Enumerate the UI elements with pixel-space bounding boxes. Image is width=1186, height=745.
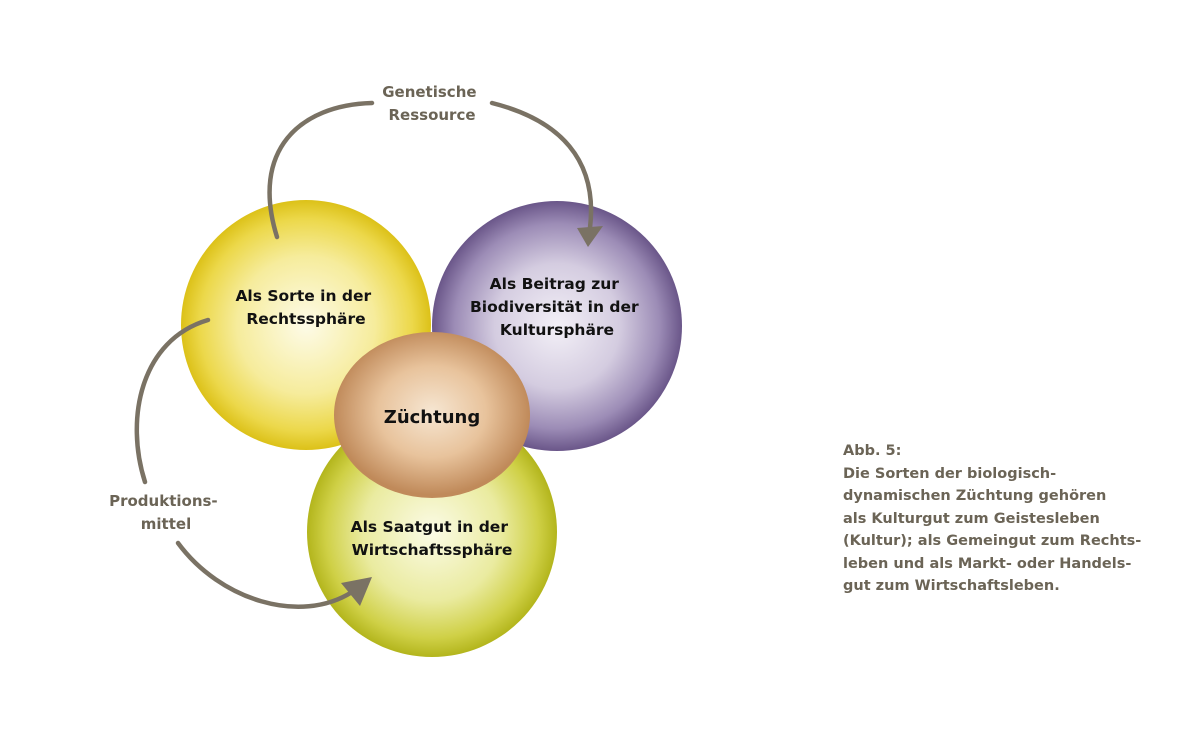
caption-line: dynamischen Züchtung gehören — [843, 488, 1107, 504]
figure-caption: Abb. 5: Die Sorten der biologisch- dynam… — [843, 440, 1173, 598]
label-kultursphaere: Als Beitrag zur Biodiversität in der Kul… — [470, 275, 644, 339]
arrow-curve-top-right — [489, 100, 594, 231]
caption-line: (Kultur); als Gemeingut zum Rechts- — [843, 533, 1142, 549]
arrow-produktionsmittel — [134, 317, 372, 609]
caption-line: Die Sorten der biologisch- — [843, 465, 1057, 482]
arrow-genetische-ressource — [267, 100, 603, 247]
caption-line: leben und als Markt- oder Handels- — [843, 555, 1132, 572]
arrow-curve-left-bottom — [175, 540, 355, 609]
arrow-head-up-right-icon — [341, 577, 372, 606]
caption-line: gut zum Wirtschaftsleben. — [843, 578, 1060, 594]
label-produktionsmittel: Produktions- mittel — [109, 492, 223, 533]
arrow-head-down-icon — [577, 226, 603, 247]
arrow-curve-left-top — [134, 317, 211, 485]
zuechtung-ellipse — [334, 332, 530, 498]
arrow-curve-top-left — [267, 100, 375, 240]
label-zuechtung: Züchtung — [384, 407, 480, 428]
label-genetische-ressource: Genetische Ressource — [382, 83, 482, 124]
caption-line: als Kulturgut zum Geistesleben — [843, 510, 1100, 527]
caption-title: Abb. 5: — [843, 443, 902, 459]
label-rechtssphaere: Als Sorte in der Rechtssphäre — [235, 287, 376, 328]
label-wirtschaftssphaere: Als Saatgut in der Wirtschaftssphäre — [351, 518, 514, 559]
